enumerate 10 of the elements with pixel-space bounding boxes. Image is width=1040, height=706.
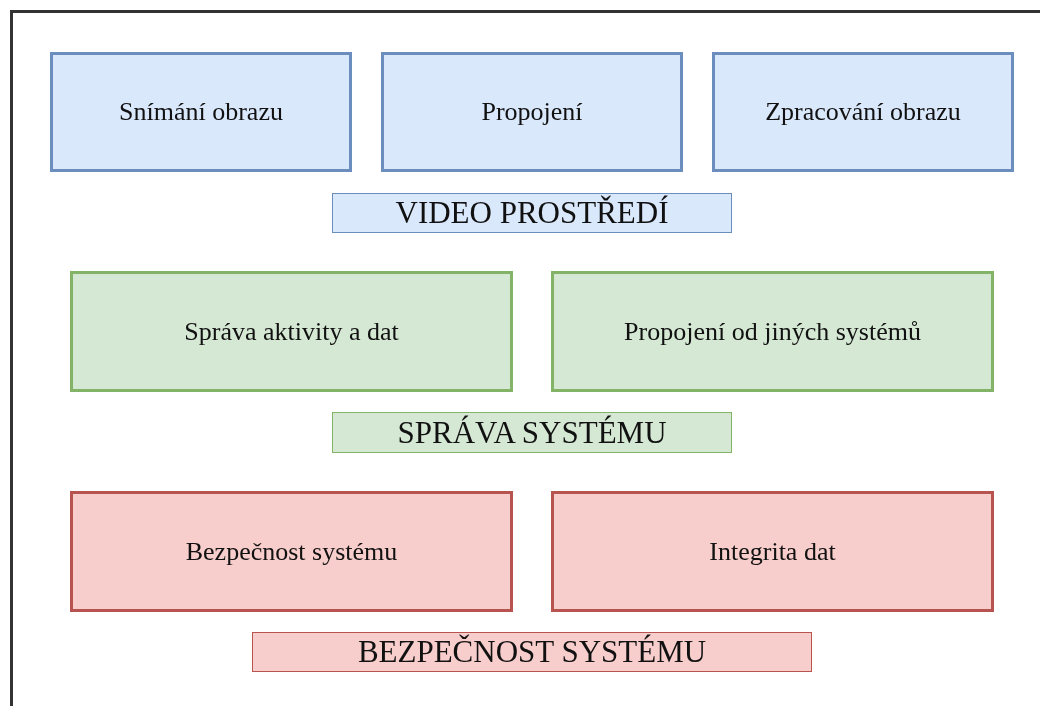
component-box: Propojení	[381, 52, 683, 172]
component-box: Propojení od jiných systémů	[551, 271, 994, 392]
component-box: Zpracování obrazu	[712, 52, 1014, 172]
layer-label: SPRÁVA SYSTÉMU	[332, 412, 732, 453]
component-box: Integrita dat	[551, 491, 994, 612]
component-box: Správa aktivity a dat	[70, 271, 513, 392]
layer-label: BEZPEČNOST SYSTÉMU	[252, 632, 812, 672]
component-box: Bezpečnost systému	[70, 491, 513, 612]
component-box: Snímání obrazu	[50, 52, 352, 172]
layer-label: VIDEO PROSTŘEDÍ	[332, 193, 732, 233]
